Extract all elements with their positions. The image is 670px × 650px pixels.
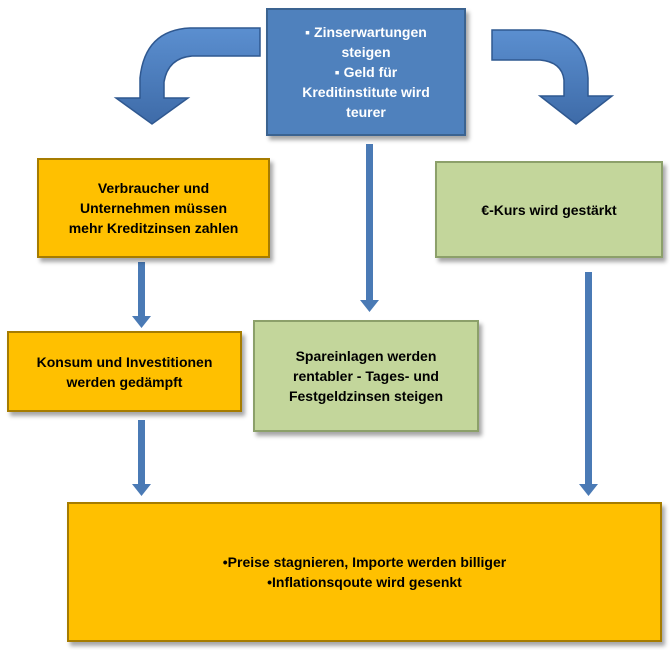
- text-line: teurer: [346, 104, 386, 120]
- box-interest-expectations: ▪ Zinserwartungen steigen ▪ Geld für Kre…: [266, 8, 466, 136]
- text-line: mehr Kreditzinsen zahlen: [68, 220, 239, 236]
- box-prices-inflation: •Preise stagnieren, Importe werden billi…: [67, 502, 662, 642]
- text-line: •Inflationsqoute wird gesenkt: [267, 574, 462, 590]
- text-line: werden gedämpft: [66, 373, 183, 390]
- text-line: Verbraucher und: [97, 180, 210, 196]
- connector-euro-to-prices: [579, 272, 598, 496]
- text-line: ▪ Zinserwartungen: [305, 24, 427, 40]
- connector-consume-to-prices: [132, 420, 151, 496]
- text-line: Festgeldzinsen steigen: [288, 388, 444, 404]
- text-line: €-Kurs wird gestärkt: [481, 201, 617, 218]
- connector-credit-to-consume: [132, 262, 151, 328]
- text-line: ▪ Geld für: [334, 64, 398, 80]
- text-line: Kreditinstitute wird: [302, 84, 430, 100]
- text-line: •Preise stagnieren, Importe werden billi…: [222, 554, 507, 570]
- text-line: rentabler - Tages- und: [293, 368, 439, 384]
- box-savings-deposits: Spareinlagen werden rentabler - Tages- u…: [253, 320, 479, 432]
- text-line: Unternehmen müssen: [79, 200, 228, 216]
- text-line: steigen: [341, 44, 391, 60]
- text-line: Konsum und Investitionen: [36, 353, 213, 370]
- text-line: Spareinlagen werden: [295, 348, 437, 364]
- curved-arrow-right: [491, 29, 615, 125]
- box-credit-interest: Verbraucher und Unternehmen müssen mehr …: [37, 158, 270, 258]
- curved-arrow-left: [113, 27, 261, 125]
- connector-top-to-savings: [360, 144, 379, 312]
- box-euro-rate: €-Kurs wird gestärkt: [435, 161, 663, 258]
- box-consumption-investment: Konsum und Investitionen werden gedämpft: [7, 331, 242, 412]
